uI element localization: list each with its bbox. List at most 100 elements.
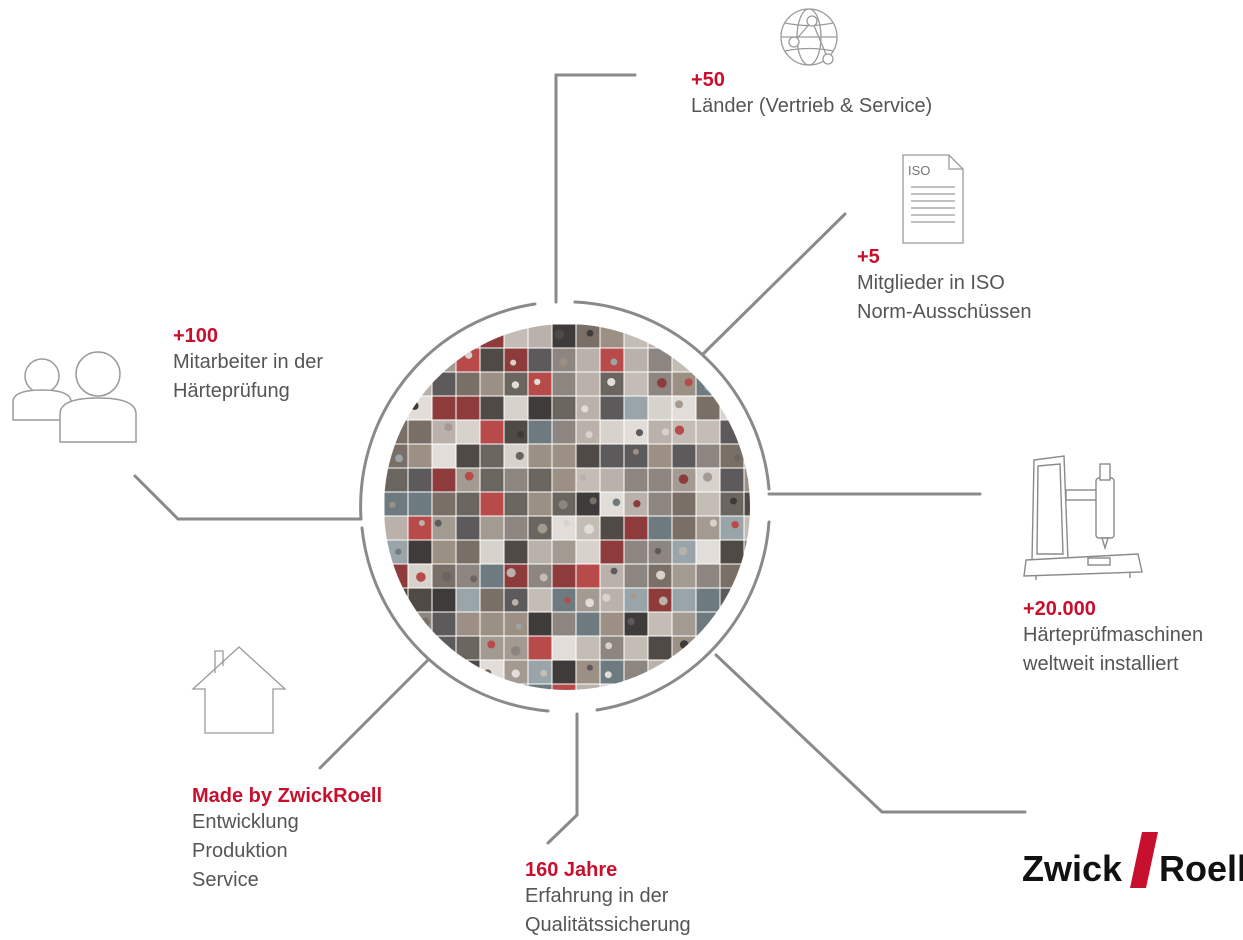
collage-photo-tile	[504, 420, 528, 444]
stat-employees-line-2: Härteprüfung	[173, 380, 290, 402]
collage-photo-detail	[511, 599, 519, 606]
collage-photo-detail	[661, 428, 670, 436]
collage-photo-detail	[387, 329, 396, 337]
collage-photo-tile	[696, 396, 720, 420]
collage-photo-tile	[456, 492, 480, 516]
collage-photo-tile	[648, 396, 672, 420]
collage-photo-tile	[432, 396, 456, 420]
collage-photo-tile	[408, 324, 432, 348]
collage-photo-tile	[480, 444, 504, 468]
collage-photo-tile	[648, 444, 672, 468]
stat-machines-line-2: weltweit installiert	[1023, 653, 1179, 675]
logo-slash-icon	[1130, 832, 1158, 888]
collage-photo-tile	[600, 636, 624, 660]
collage-photo-tile	[576, 444, 600, 468]
collage-photo-detail	[704, 382, 713, 392]
collage-photo-detail	[464, 471, 474, 481]
collage-photo-tile	[624, 516, 648, 540]
hardness-tester-icon	[1023, 455, 1143, 580]
collage-photo-detail	[395, 548, 402, 555]
collage-photo-tile	[624, 588, 648, 612]
collage-photo-detail	[675, 400, 683, 409]
collage-photo-tile	[480, 516, 504, 540]
collage-photo-tile	[600, 396, 624, 420]
ring-segment-right-bottom	[595, 520, 771, 712]
collage-photo-detail	[511, 669, 520, 678]
iso-label: ISO	[908, 163, 931, 178]
collage-photo-tile	[408, 516, 432, 540]
collage-photo-tile	[648, 612, 672, 636]
collage-photo-tile	[552, 516, 576, 540]
collage-photo-tile	[384, 516, 408, 540]
collage-photo-tile	[744, 516, 750, 540]
collage-photo-tile	[744, 468, 750, 492]
collage-photo-tile	[672, 564, 696, 588]
collage-photo-tile	[480, 492, 504, 516]
collage-photo-detail	[395, 454, 403, 463]
collage-photo-tile	[528, 660, 552, 684]
collage-photo-detail	[633, 500, 641, 508]
collage-photo-detail	[417, 330, 425, 338]
collage-photo-tile	[384, 492, 408, 516]
collage-photo-tile	[648, 348, 672, 372]
collage-photo-tile	[672, 396, 696, 420]
collage-photo-tile	[576, 564, 600, 588]
collage-photo-tile	[576, 660, 600, 684]
collage-photo-detail	[699, 328, 708, 337]
collage-photo-detail	[554, 329, 565, 340]
collage-photo-tile	[600, 492, 624, 516]
collage-photo-tile	[648, 420, 672, 444]
collage-photo-detail	[483, 687, 491, 690]
collage-photo-tile	[432, 588, 456, 612]
collage-photo-tile	[744, 324, 750, 348]
collage-photo-tile	[576, 540, 600, 564]
iso-document-icon: ISO	[901, 153, 965, 245]
collage-photo-tile	[528, 444, 552, 468]
collage-photo-detail	[679, 640, 689, 649]
collage-photo-tile	[696, 492, 720, 516]
collage-photo-detail	[734, 454, 741, 462]
collage-photo-tile	[408, 348, 432, 372]
collage-photo-tile	[528, 348, 552, 372]
collage-photo-tile	[408, 588, 432, 612]
stat-countries: +50 Länder (Vertrieb & Service)	[691, 68, 932, 121]
collage-photo-detail	[678, 546, 688, 556]
stat-made-by-headline: Made by ZwickRoell	[192, 785, 383, 807]
collage-photo-detail	[662, 694, 668, 700]
collage-photo-tile	[648, 516, 672, 540]
collage-photo-tile	[384, 348, 408, 372]
collage-photo-detail	[434, 519, 442, 527]
collage-photo-detail	[516, 430, 525, 439]
logo-text-zwick: Zwick	[1022, 848, 1123, 889]
stat-employees: +100 Mitarbeiter in der Härteprüfung	[173, 324, 323, 406]
collage-photo-tile	[576, 684, 600, 690]
collage-photo-tile	[432, 684, 456, 690]
collage-photo-tile	[552, 660, 576, 684]
collage-photo-detail	[610, 567, 618, 575]
collage-photo-tile	[624, 372, 648, 396]
collage-photo-detail	[584, 524, 594, 535]
collage-photo-detail	[515, 451, 524, 460]
collage-photo-detail	[752, 521, 761, 530]
collage-photo-detail	[465, 351, 473, 359]
connector-iso	[701, 212, 847, 356]
collage-photo-tile	[456, 564, 480, 588]
collage-photo-tile	[576, 324, 600, 348]
collage-photo-tile	[432, 420, 456, 444]
collage-photo-tile	[576, 372, 600, 396]
collage-photo-detail	[585, 431, 593, 439]
collage-photo-detail	[630, 592, 637, 600]
collage-photo-detail	[564, 597, 571, 604]
collage-photo-tile	[696, 444, 720, 468]
collage-photo-tile	[696, 516, 720, 540]
collage-photo-tile	[432, 612, 456, 636]
stat-years-line-1: Erfahrung in der	[525, 885, 669, 907]
collage-photo-tile	[528, 564, 552, 588]
stat-iso-line-1: Mitglieder in ISO	[857, 272, 1005, 294]
collage-photo-tile	[744, 612, 750, 636]
collage-photo-tile	[720, 324, 744, 348]
collage-photo-detail	[703, 472, 713, 482]
collage-photo-tile	[552, 612, 576, 636]
collage-photo-tile	[576, 612, 600, 636]
collage-photo-tile	[384, 396, 408, 420]
